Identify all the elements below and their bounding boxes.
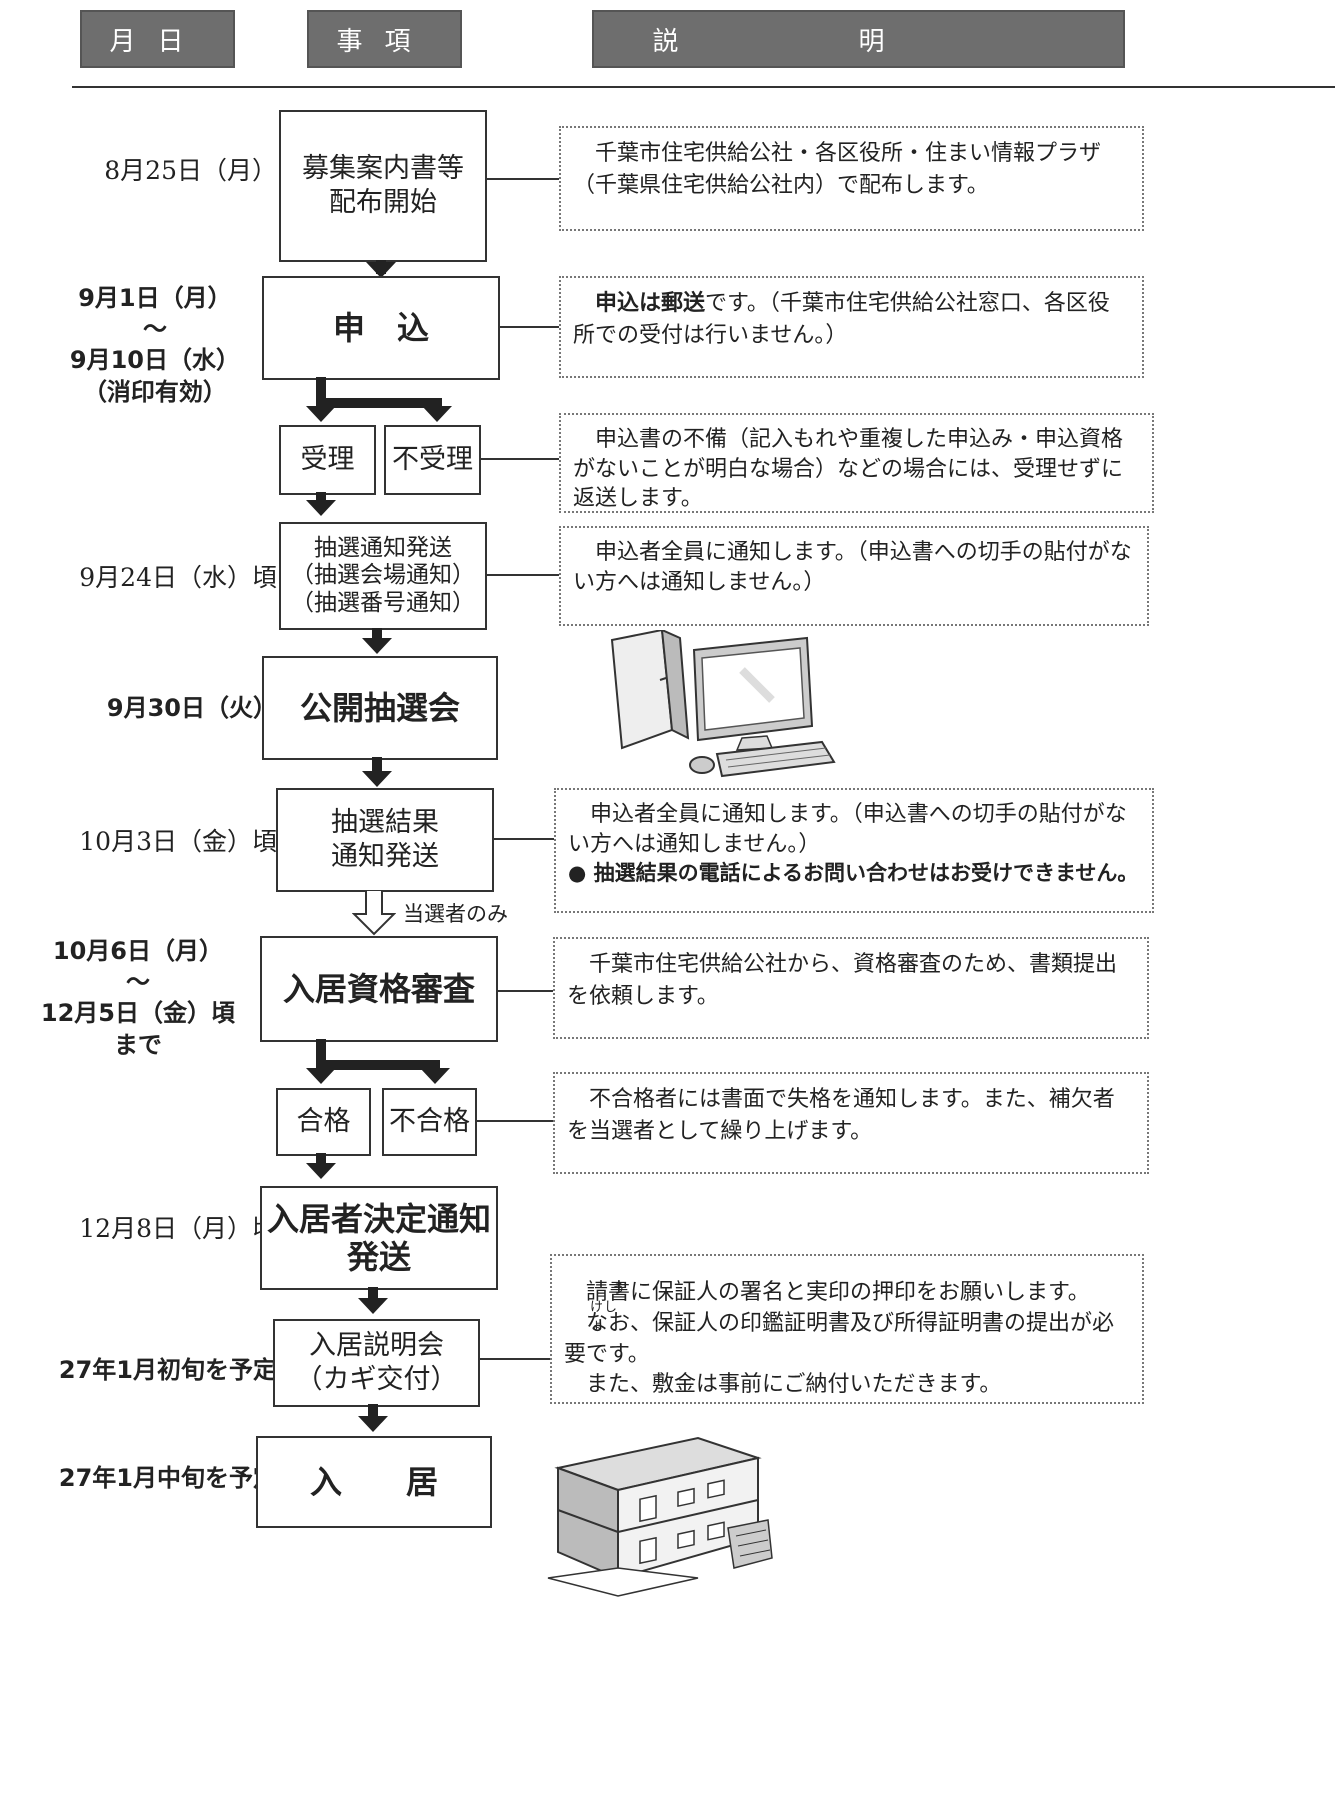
header-date: 月日 xyxy=(80,10,235,68)
note-application: 申込は郵送です。（千葉市住宅供給公社窓口、各区役所での受付は行いません。） xyxy=(559,276,1144,378)
note-text: 請書に保証人の署名と実印の押印をお願いします。 xyxy=(586,1280,1090,1305)
arrow-branch xyxy=(316,1060,440,1070)
arrow-down-icon xyxy=(306,1163,336,1179)
box-accepted: 受理 xyxy=(279,425,376,495)
arrow-down-icon xyxy=(358,1416,388,1432)
note-qualification: 千葉市住宅供給公社から、資格審査のため、書類提出を依頼します。 xyxy=(553,937,1149,1039)
arrow-down-icon xyxy=(362,638,392,654)
box-application: 申 込 xyxy=(262,276,500,380)
date-briefing: 27年1月初旬を予定 xyxy=(58,1356,277,1384)
arrow-down-icon xyxy=(306,1068,336,1084)
arrow-stem xyxy=(316,1039,326,1069)
connector xyxy=(492,838,560,840)
date-decision: 12月8日（月）頃 xyxy=(79,1214,277,1243)
ruby-text: うけしょ xyxy=(590,1282,627,1334)
arrow-stem xyxy=(316,377,326,407)
note-line-3: また、敷金は事前にご納付いただきます。 xyxy=(586,1372,1002,1398)
connector xyxy=(478,1358,550,1360)
winners-only-label: 当選者のみ xyxy=(403,902,508,926)
date-lottery-result: 10月3日（金）頃 xyxy=(79,827,277,856)
note-briefing: うけしょ請書に保証人の署名と実印の押印をお願いします。 なお、保証人の印鑑証明書… xyxy=(550,1254,1144,1404)
header-item: 事項 xyxy=(307,10,462,68)
arrow-stem xyxy=(372,757,382,775)
note-distribution: 千葉市住宅供給公社・各区役所・住まい情報プラザ（千葉県住宅供給公社内）で配布しま… xyxy=(559,126,1144,231)
date-move-in: 27年1月中旬を予定 xyxy=(58,1464,277,1492)
computer-icon xyxy=(610,630,836,778)
arrow-down-icon xyxy=(306,500,336,516)
box-lottery-notice: 抽選通知発送 （抽選会場通知） （抽選番号通知） xyxy=(279,522,487,630)
box-public-lottery: 公開抽選会 xyxy=(262,656,498,760)
connector xyxy=(498,326,560,328)
arrow-stem xyxy=(432,398,442,410)
note-text: 申込者全員に通知します。（申込書への切手の貼付がない方へは通知しません。） xyxy=(568,802,1127,857)
note-qualification-result: 不合格者には書面で失格を通知します。また、補欠者を当選者として繰り上げます。 xyxy=(553,1072,1149,1174)
arrow-stem xyxy=(430,1060,440,1072)
connector xyxy=(485,178,560,180)
note-text: です。（千葉市住宅供給公社窓口、各区役所での受付は行いません。） xyxy=(573,291,1110,348)
arrow-stem xyxy=(316,492,326,504)
arrow-stem xyxy=(368,1287,378,1303)
arrow-down-icon xyxy=(362,771,392,787)
connector xyxy=(496,990,560,992)
note-line-2: なお、保証人の印鑑証明書及び所得証明書の提出が必要です。 xyxy=(564,1310,1115,1367)
box-pass: 合格 xyxy=(276,1088,371,1156)
box-move-in: 入 居 xyxy=(256,1436,492,1528)
arrow-stem xyxy=(372,628,382,642)
box-distribution: 募集案内書等 配布開始 xyxy=(279,110,487,262)
box-briefing: 入居説明会 （カギ交付） xyxy=(273,1319,480,1407)
header-desc: 説明 xyxy=(592,10,1125,68)
header-rule xyxy=(72,86,1335,88)
date-qualification: 10月6日（月） ～ 12月5日（金）頃 まで xyxy=(40,937,235,1059)
arrow-down-icon xyxy=(422,406,452,422)
date-public-lottery: 9月30日（火） xyxy=(106,694,277,722)
arrow-stem xyxy=(368,1404,378,1420)
box-lottery-result: 抽選結果 通知発送 xyxy=(276,788,494,892)
connector xyxy=(475,1120,555,1122)
arrow-down-icon xyxy=(358,1298,388,1314)
connector xyxy=(485,574,560,576)
note-line-1: うけしょ請書に保証人の署名と実印の押印をお願いします。 xyxy=(564,1278,1130,1333)
note-lottery-notice: 申込者全員に通知します。（申込書への切手の貼付がない方へは通知しません。） xyxy=(559,526,1149,626)
arrow-branch xyxy=(316,398,442,408)
note-acceptance: 申込書の不備（記入もれや重複した申込み・申込資格がないことが明白な場合）などの場… xyxy=(559,413,1154,513)
date-lottery-notice: 9月24日（水）頃 xyxy=(79,563,277,592)
date-distribution: 8月25日（月） xyxy=(104,156,277,185)
box-decision: 入居者決定通知 発送 xyxy=(260,1186,498,1290)
connector xyxy=(479,458,560,460)
note-lottery-result: 申込者全員に通知します。（申込書への切手の貼付がない方へは通知しません。） ● … xyxy=(554,788,1154,913)
date-application: 9月1日（月） ～ 9月10日（水） （消印有効） xyxy=(69,284,240,406)
apartment-building-icon xyxy=(547,1436,773,1597)
arrow-stem xyxy=(316,1153,326,1167)
note-emph: 申込は郵送 xyxy=(595,291,706,316)
arrow-down-icon xyxy=(420,1068,450,1084)
box-rejected: 不受理 xyxy=(384,425,481,495)
arrow-down-icon xyxy=(306,406,336,422)
hollow-arrow-icon xyxy=(352,890,396,936)
box-fail: 不合格 xyxy=(382,1088,477,1156)
arrow-down-icon xyxy=(366,262,396,278)
box-qualification: 入居資格審査 xyxy=(260,936,498,1042)
note-warning: ● 抽選結果の電話によるお問い合わせはお受けできません。 xyxy=(568,861,1139,886)
